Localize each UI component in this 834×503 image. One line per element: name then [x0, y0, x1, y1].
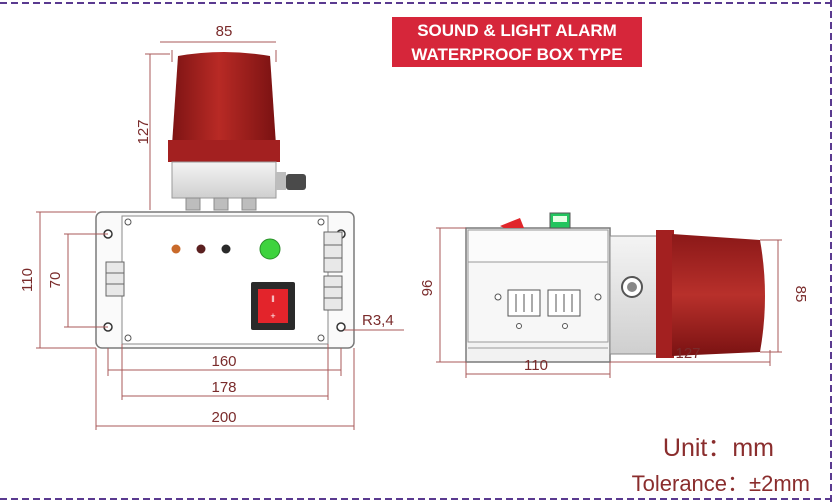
label-top-width: 85: [216, 23, 233, 40]
banner-line-2: WATERPROOF BOX TYPE: [411, 45, 623, 64]
dim-front-outer-height: [36, 211, 96, 349]
rocker-switch: ‖ +: [251, 282, 295, 330]
front-panel: [121, 215, 329, 345]
side-beacon: [609, 230, 765, 358]
label-front-mid-width: 178: [211, 379, 236, 396]
front-view: 85 127: [19, 23, 404, 430]
title-banner: SOUND & LIGHT ALARM WATERPROOF BOX TYPE: [392, 17, 642, 67]
label-side-width: 110: [524, 357, 548, 374]
label-hole-radius: R3,4: [362, 312, 394, 329]
dim-front-widths: [95, 344, 355, 430]
unit-label: Unit：mm: [662, 434, 774, 462]
dim-front-inner-height: [64, 233, 108, 328]
dim-side-beacon-diameter: [760, 239, 782, 353]
label-front-total-width: 200: [211, 409, 236, 426]
label-side-beacon-length: 127: [675, 345, 700, 362]
dim-side-height: [436, 227, 466, 363]
svg-text:‖: ‖: [271, 294, 275, 304]
side-top-switches: [500, 212, 571, 229]
panel-screws: [124, 218, 325, 342]
label-front-inner-height: 70: [47, 272, 64, 289]
banner-line-1: SOUND & LIGHT ALARM: [417, 21, 617, 40]
beacon-lamp: [168, 52, 306, 211]
terminal-left: [105, 261, 125, 297]
side-view: 96 110 127 85: [419, 212, 809, 378]
label-front-inner-width: 160: [211, 353, 236, 370]
dim-side-beacon-length: [610, 350, 771, 366]
terminal-right: [323, 231, 343, 311]
indicator-leds: [171, 244, 231, 254]
side-connectors: [494, 289, 602, 329]
tolerance-label: Tolerance：±2mm: [631, 471, 810, 496]
label-front-outer-height: 110: [19, 268, 36, 292]
power-led-green: [259, 238, 281, 260]
label-side-beacon-diameter: 85: [792, 286, 809, 303]
dim-top-width: [160, 41, 277, 62]
label-side-height: 96: [419, 280, 436, 297]
label-beacon-height: 127: [135, 119, 152, 144]
svg-text:+: +: [270, 311, 275, 321]
dim-beacon-height: [145, 53, 170, 210]
dim-side-width: [465, 362, 611, 378]
